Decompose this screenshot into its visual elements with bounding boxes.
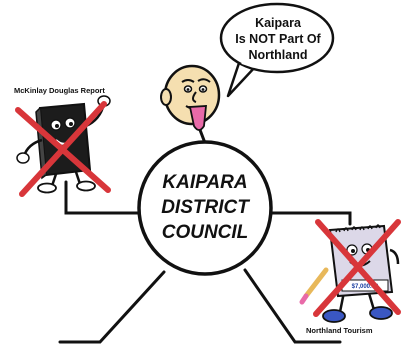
council-circle-shape (137, 140, 273, 276)
right-red-cross (313, 219, 401, 317)
tourism-shoe-right (369, 306, 393, 320)
council-name-line1: KAIPARA (162, 172, 247, 193)
speech-line1: Kaipara (255, 16, 302, 30)
connector-lines (58, 120, 352, 344)
left-red-cross (15, 101, 111, 197)
speech-bubble-shape (219, 2, 335, 74)
bottom-right-connector (243, 268, 342, 344)
right-caption: Northland Tourism (306, 326, 373, 335)
left-caption: McKinlay Douglas Report (14, 86, 105, 95)
speech-bubble: Kaipara Is NOT Part Of Northland (219, 2, 335, 98)
tourism-character: $7,000.00 Northland Tourism (299, 219, 401, 335)
right-connector (262, 211, 352, 226)
speech-line3: Northland (248, 48, 307, 62)
tourism-shoe-left (322, 309, 346, 323)
head-tongue (188, 105, 208, 131)
council-name-line2: DISTRICT (161, 197, 250, 218)
report-book-character: McKinlay Douglas Report (14, 86, 111, 197)
speech-line2: Is NOT Part Of (235, 32, 321, 46)
head-illustration (160, 64, 221, 131)
left-connector (64, 180, 148, 215)
bottom-left-connector (58, 270, 166, 344)
council-name-line3: COUNCIL (162, 222, 249, 243)
council-circle: KAIPARA DISTRICT COUNCIL (137, 140, 273, 276)
head-ear (160, 88, 172, 106)
price-tag-text: $7,000.00 (352, 284, 379, 290)
